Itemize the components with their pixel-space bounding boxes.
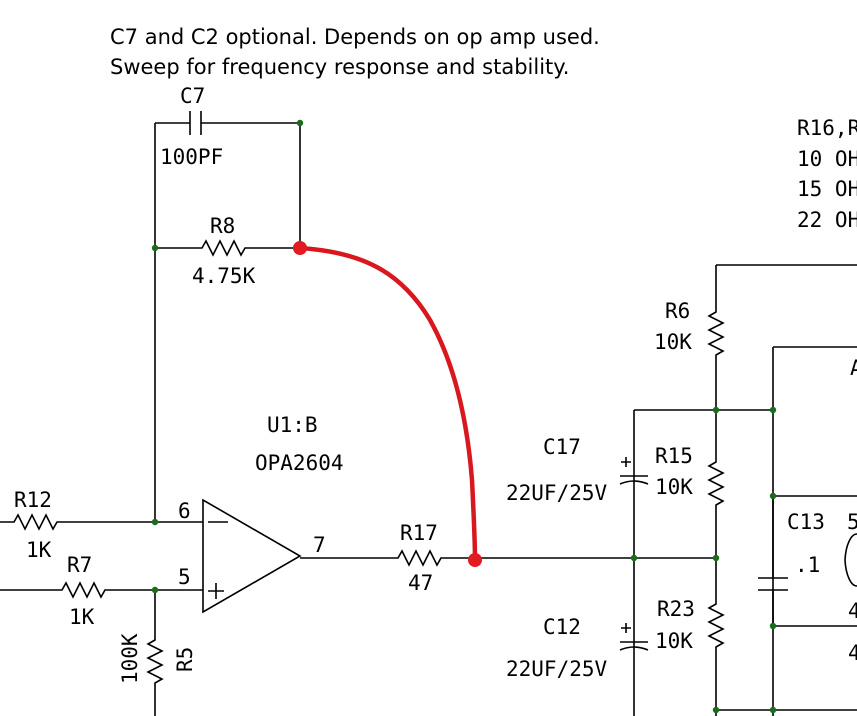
r23-ref: R23: [657, 597, 695, 621]
r15-ref: R15: [655, 444, 693, 468]
pin-5: 5: [178, 565, 191, 589]
partial-row-10: 10 OH: [797, 147, 857, 171]
r8-value: 4.75K: [192, 264, 256, 288]
r7-value: 1K: [69, 605, 95, 629]
resistor-r23: R23 10K: [655, 558, 725, 716]
partial-row-15: 15 OH: [797, 177, 857, 201]
junction-dot: [712, 706, 720, 714]
capacitor-c13: C13 .1 5: [758, 495, 857, 627]
resistor-r12: R12 1K: [0, 488, 203, 562]
opamp-plus-sign: [208, 583, 224, 599]
resistor-r8: R8 4.75K: [155, 214, 300, 288]
c17-ref: C17: [543, 435, 581, 459]
junction-dot: [712, 554, 720, 562]
r12-value: 1K: [26, 538, 52, 562]
red-annotation: [293, 241, 482, 567]
r17-ref: R17: [400, 521, 438, 545]
junction-dot: [630, 554, 638, 562]
resistor-r5: 100K R5: [118, 590, 197, 716]
c13-pin-label: 5: [847, 510, 857, 534]
junction-dot: [769, 622, 777, 630]
junction-dot: [151, 518, 159, 526]
u1-ref: U1:B: [267, 413, 318, 437]
c7-value: 100PF: [160, 145, 223, 169]
opamp-u1b: 6 5 7: [178, 498, 326, 614]
r6-ref: R6: [665, 299, 690, 323]
pin-6: 6: [178, 499, 191, 523]
r8-ref: R8: [210, 214, 235, 238]
resistor-r17: R17 47: [300, 521, 716, 595]
capacitor-c17: C17 22UF/25V: [506, 435, 649, 505]
note-line-1: C7 and C2 optional. Depends on op amp us…: [110, 25, 600, 49]
c17-value: 22UF/25V: [506, 481, 608, 505]
red-annotation-end-dot: [468, 553, 482, 567]
partial-row-22: 22 OH: [797, 208, 857, 232]
c12-value: 22UF/25V: [506, 657, 608, 681]
c12-ref: C12: [543, 615, 581, 639]
r17-value: 47: [408, 571, 433, 595]
r5-ref: R5: [173, 647, 197, 672]
c7-ref: C7: [180, 84, 205, 108]
partial-pin-4b: 4: [848, 641, 857, 665]
r5-value: 100K: [118, 633, 142, 684]
c13-value: .1: [795, 553, 820, 577]
r23-value: 10K: [655, 629, 693, 653]
resistor-r6: R6 10K: [654, 265, 725, 410]
partial-label-a: A: [850, 356, 857, 380]
red-annotation-start-dot: [293, 241, 307, 255]
junction-dot: [769, 706, 777, 714]
note-line-2: Sweep for frequency response and stabili…: [110, 55, 569, 79]
u1-part: OPA2604: [255, 451, 344, 475]
capacitor-c7: C7 100PF: [155, 84, 301, 248]
r15-value: 10K: [655, 475, 693, 499]
junction-dots: [151, 119, 777, 714]
junction-dot: [769, 492, 777, 500]
transistor-partial: [844, 533, 857, 587]
pin-7: 7: [313, 533, 326, 557]
partial-pin-4a: 4: [848, 599, 857, 623]
junction-dot: [151, 586, 159, 594]
junction-dot: [151, 244, 159, 252]
resistor-r7: R7 1K: [0, 553, 203, 629]
capacitor-c12: C12 22UF/25V: [506, 615, 649, 681]
resistor-r15: R15 10K: [655, 410, 725, 558]
junction-dot: [712, 406, 720, 414]
r7-ref: R7: [67, 553, 92, 577]
junction-dot: [296, 119, 304, 127]
r12-ref: R12: [14, 488, 52, 512]
c13-ref: C13: [787, 510, 825, 534]
red-annotation-curve: [297, 245, 478, 563]
junction-dot: [769, 406, 777, 414]
r6-value: 10K: [654, 330, 692, 354]
partial-r16-header: R16,R: [797, 116, 857, 140]
